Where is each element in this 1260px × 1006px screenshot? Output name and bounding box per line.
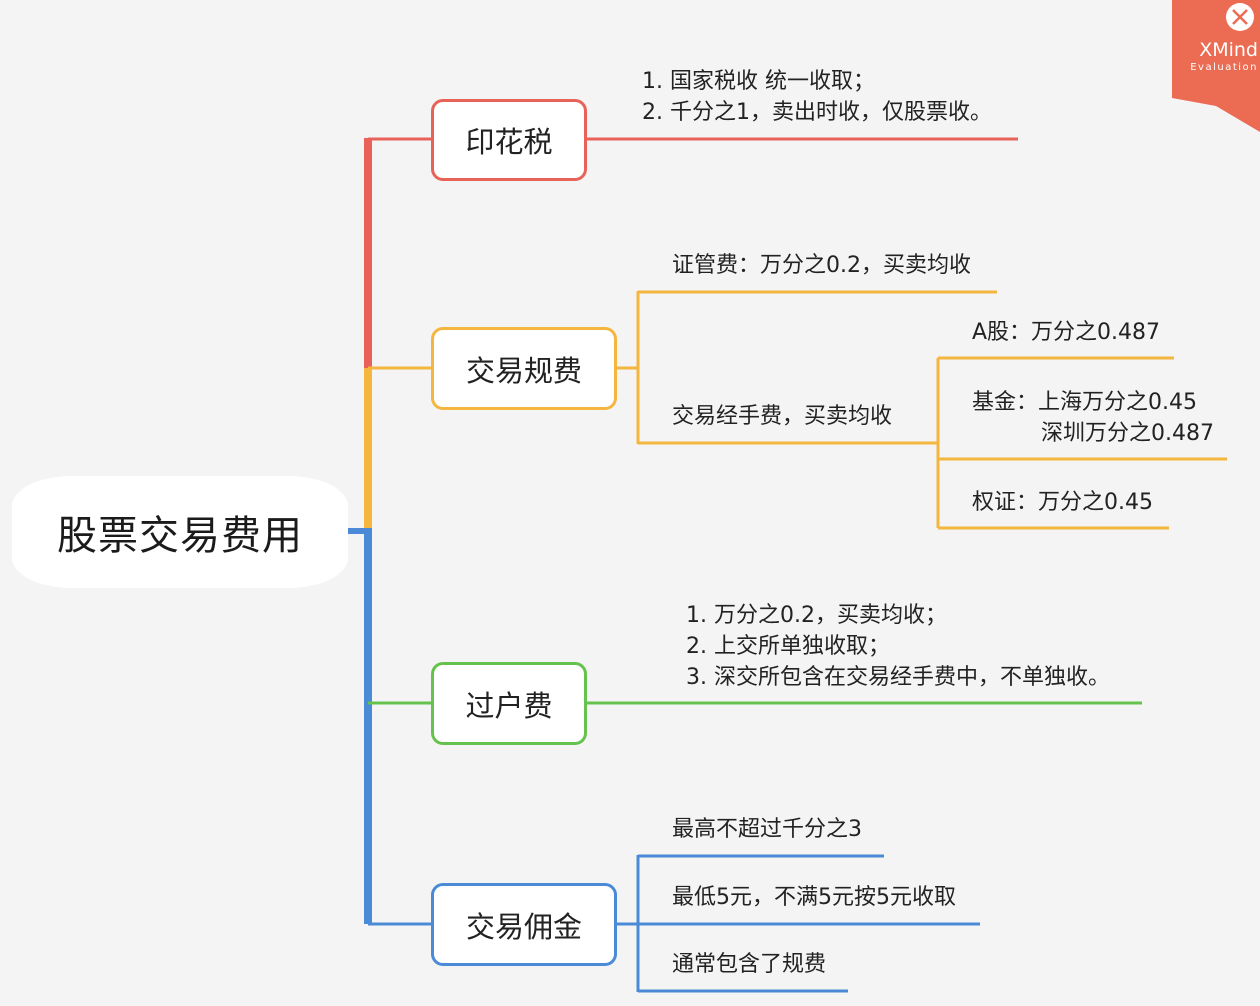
handling-fee-text[interactable]: 交易经手费，买卖均收 [672, 404, 893, 429]
topic-regulatory-fee[interactable]: 交易规费 [431, 327, 617, 410]
root-topic[interactable]: 股票交易费用 [12, 476, 348, 588]
commission-max-text[interactable]: 最高不超过千分之3 [672, 817, 862, 842]
watermark-brand: XMind [1199, 39, 1258, 61]
fund-text-line2: 深圳万分之0.487 [1041, 421, 1214, 446]
transfer-note-3: 3. 深交所包含在交易经手费中，不单独收。 [686, 665, 1110, 690]
evaluation-watermark: XMind Evaluation [1172, 0, 1260, 132]
stamp-note-2: 2. 千分之1，卖出时收，仅股票收。 [642, 100, 992, 125]
warrant-text[interactable]: 权证：万分之0.45 [972, 490, 1153, 515]
close-icon[interactable] [1226, 3, 1254, 31]
transfer-note-2: 2. 上交所单独收取； [686, 634, 890, 659]
commission-min-text[interactable]: 最低5元，不满5元按5元收取 [672, 885, 956, 910]
watermark-ribbon [1172, 0, 1260, 132]
topic-commission[interactable]: 交易佣金 [431, 883, 617, 966]
commission-incl-text[interactable]: 通常包含了规费 [672, 952, 827, 977]
transfer-note-1: 1. 万分之0.2，买卖均收； [686, 603, 947, 628]
a-share-text[interactable]: A股：万分之0.487 [972, 320, 1161, 345]
topic-stamp-tax[interactable]: 印花税 [431, 99, 587, 181]
topic-transfer-fee[interactable]: 过户费 [431, 662, 587, 745]
sec-fee-text[interactable]: 证管费：万分之0.2，买卖均收 [672, 253, 971, 278]
stamp-note-1: 1. 国家税收 统一收取； [642, 69, 875, 94]
watermark-sub: Evaluation [1190, 62, 1258, 73]
fund-text-line1[interactable]: 基金：上海万分之0.45 [972, 390, 1197, 415]
